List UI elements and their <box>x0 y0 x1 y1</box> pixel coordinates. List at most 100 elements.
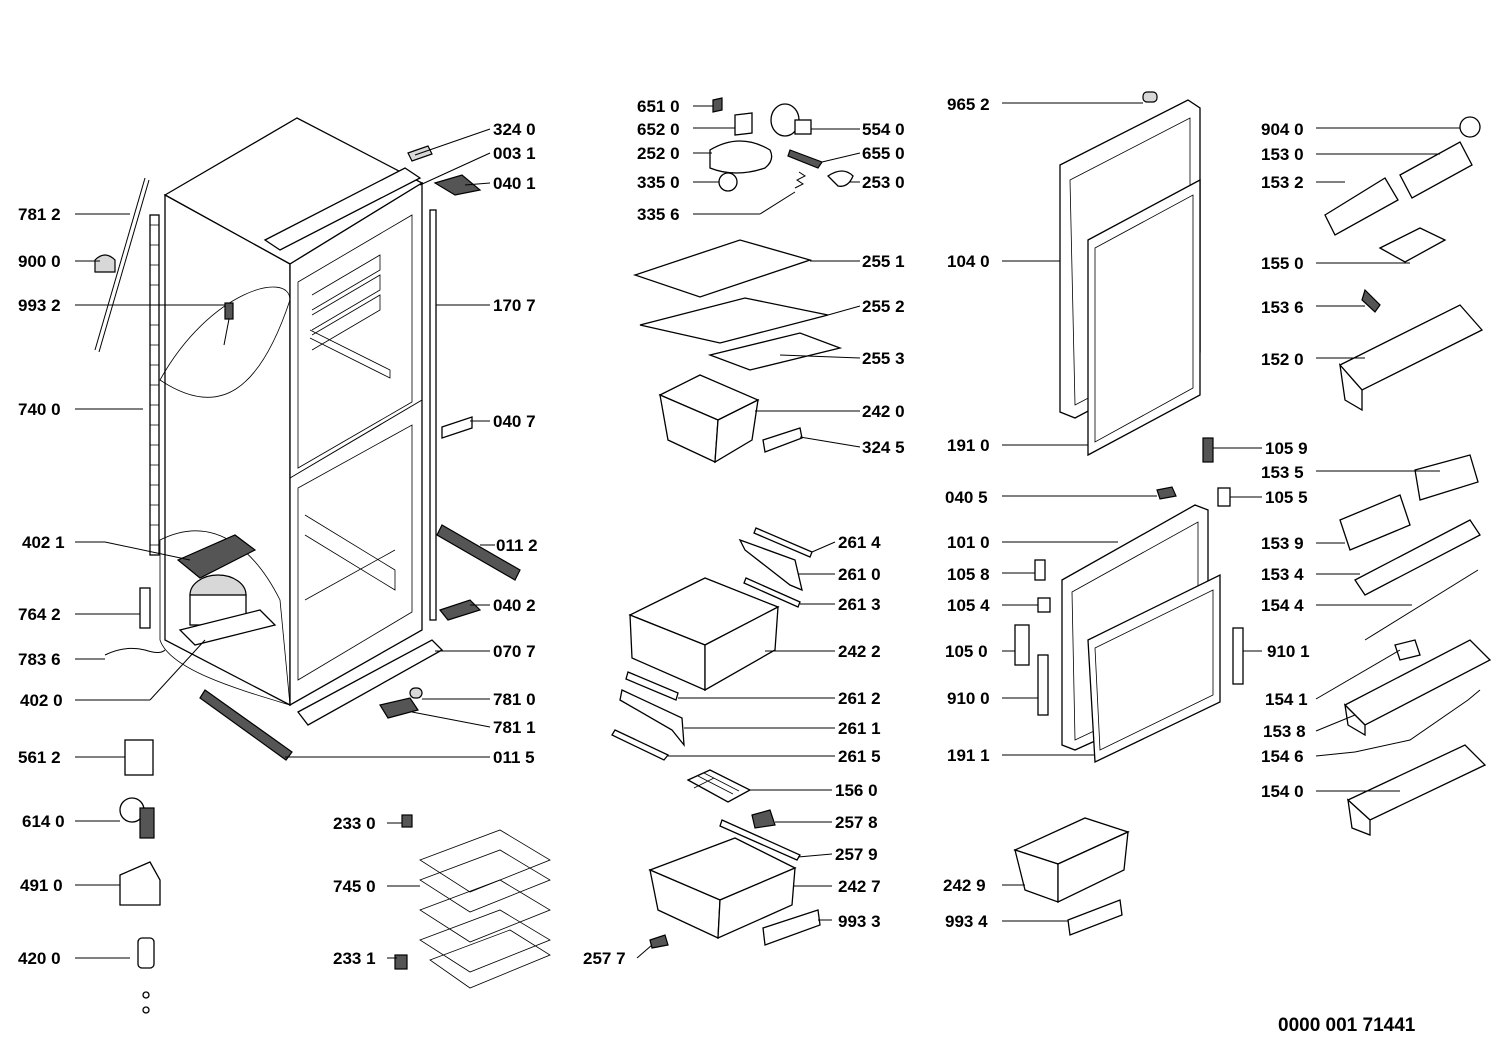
part-label: 993 3 <box>838 912 881 931</box>
part-label: 242 7 <box>838 877 881 896</box>
part-label: 105 0 <box>945 642 988 661</box>
part-label: 261 3 <box>838 595 881 614</box>
part-label: 153 6 <box>1261 298 1304 317</box>
part-label: 153 4 <box>1261 565 1304 584</box>
part-label: 652 0 <box>637 120 680 139</box>
part-label: 651 0 <box>637 97 680 116</box>
part-label: 261 0 <box>838 565 881 584</box>
base-cover <box>199 639 444 761</box>
part-label: 614 0 <box>22 812 65 831</box>
part-label: 261 1 <box>838 719 881 738</box>
part-label: 900 0 <box>18 252 61 271</box>
part-label: 105 5 <box>1265 488 1308 507</box>
part-label: 233 1 <box>333 949 376 968</box>
part-label: 255 1 <box>862 252 905 271</box>
part-label: 740 0 <box>18 400 61 419</box>
control-parts <box>709 97 854 192</box>
part-label: 105 9 <box>1265 439 1308 458</box>
part-label: 420 0 <box>18 949 61 968</box>
freezer-drawer-rails <box>611 527 813 761</box>
part-label: 764 2 <box>18 605 61 624</box>
part-label: 783 6 <box>18 650 61 669</box>
part-label: 253 0 <box>862 173 905 192</box>
part-label: 101 0 <box>947 533 990 552</box>
cabinet-body <box>159 117 424 707</box>
part-label: 154 1 <box>1265 690 1308 709</box>
part-label: 257 7 <box>583 949 626 968</box>
egg-tray-and-covers <box>1324 116 1481 263</box>
part-label: 040 5 <box>945 488 988 507</box>
part-label: 402 0 <box>20 691 63 710</box>
part-label: 191 0 <box>947 436 990 455</box>
part-label: 154 0 <box>1261 782 1304 801</box>
lower-door <box>1061 486 1221 764</box>
part-label: 040 2 <box>493 596 536 615</box>
compressor-assembly <box>176 534 277 646</box>
part-label: 154 4 <box>1261 596 1304 615</box>
part-label: 242 0 <box>862 402 905 421</box>
part-label: 324 5 <box>862 438 905 457</box>
hinges-and-brackets <box>433 174 521 621</box>
door-balconies <box>1338 288 1492 836</box>
part-labels: 324 0 003 1 040 1 781 2 900 0 993 2 170 … <box>18 95 1310 968</box>
part-label: 910 0 <box>947 689 990 708</box>
part-label: 011 2 <box>496 536 538 555</box>
part-label: 261 4 <box>838 533 881 552</box>
part-label: 242 2 <box>838 642 881 661</box>
part-label: 153 0 <box>1261 145 1304 164</box>
part-label: 745 0 <box>333 877 376 896</box>
filter-drier <box>139 587 151 629</box>
part-label: 040 1 <box>493 174 536 193</box>
part-label: 070 7 <box>493 642 536 661</box>
upper-door <box>1059 91 1201 457</box>
part-label: 261 2 <box>838 689 881 708</box>
freezer-drawer-upper <box>628 577 780 692</box>
fridge-crisper <box>658 374 803 464</box>
leader-lines <box>75 102 1460 959</box>
freezer-drawer-lower <box>648 809 821 949</box>
thermostat-probe <box>223 302 234 346</box>
part-label: 257 9 <box>835 845 878 864</box>
part-label: 155 0 <box>1261 254 1304 273</box>
part-label: 170 7 <box>493 296 536 315</box>
part-label: 153 9 <box>1261 534 1304 553</box>
part-label: 781 0 <box>493 690 536 709</box>
glass-shelves <box>632 239 843 371</box>
part-label: 255 3 <box>862 349 905 368</box>
part-label: 156 0 <box>835 781 878 800</box>
part-label: 153 2 <box>1261 173 1304 192</box>
part-label: 781 1 <box>493 718 536 737</box>
capillary-tube <box>104 647 166 656</box>
part-label: 261 5 <box>838 747 881 766</box>
wire-shelves <box>394 814 551 989</box>
ice-tray <box>686 769 752 803</box>
part-label: 910 1 <box>1267 642 1310 661</box>
part-label: 003 1 <box>493 144 536 163</box>
door-hinge-parts <box>1014 437 1244 716</box>
part-label: 105 4 <box>947 596 990 615</box>
part-label: 104 0 <box>947 252 990 271</box>
document-code: 0000 001 71441 <box>1278 1015 1416 1036</box>
rear-wire-condenser <box>94 177 160 556</box>
part-label: 153 5 <box>1261 463 1304 482</box>
part-label: 335 0 <box>637 173 680 192</box>
part-label: 655 0 <box>862 144 905 163</box>
part-label: 965 2 <box>947 95 990 114</box>
part-label: 491 0 <box>20 876 63 895</box>
condenser-clip <box>94 254 116 273</box>
part-label: 154 6 <box>1261 747 1304 766</box>
freezer-basket <box>1013 817 1130 936</box>
part-label: 402 1 <box>22 533 65 552</box>
part-label: 324 0 <box>493 120 536 139</box>
door-gasket-strip <box>429 209 437 621</box>
part-label: 242 9 <box>943 876 986 895</box>
part-label: 257 8 <box>835 813 878 832</box>
part-label: 011 5 <box>493 748 535 767</box>
part-label: 781 2 <box>18 205 61 224</box>
part-label: 252 0 <box>637 144 680 163</box>
electrical-parts <box>119 739 161 1014</box>
part-label: 040 7 <box>493 412 536 431</box>
part-label: 153 8 <box>1263 722 1306 741</box>
